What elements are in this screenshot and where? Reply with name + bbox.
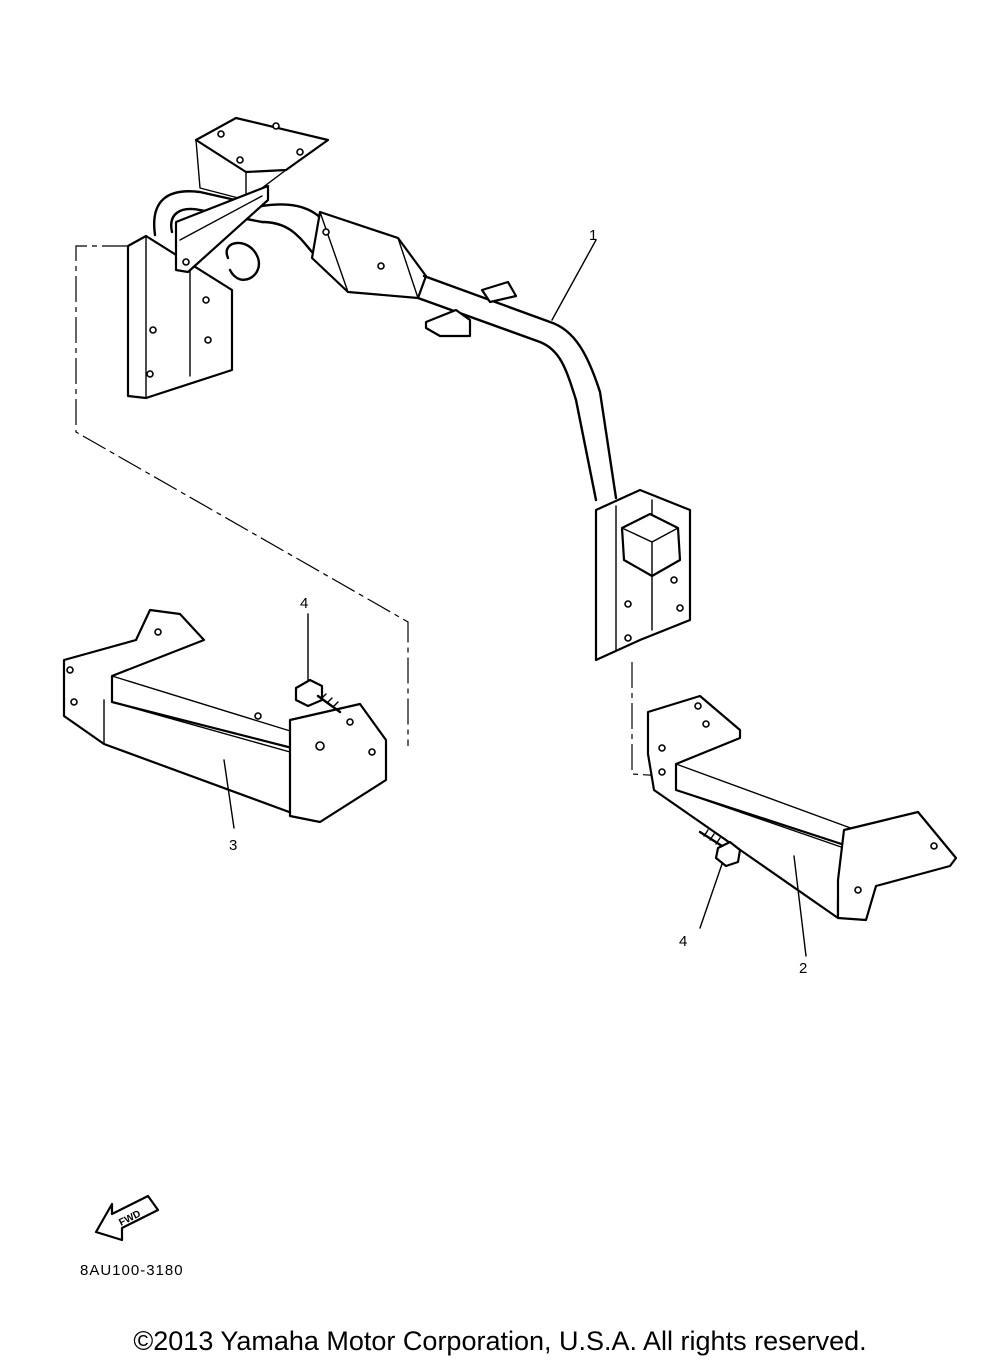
part-2-right-bracket <box>646 694 958 957</box>
callout-4-left: 4 <box>300 595 309 612</box>
callout-2: 2 <box>799 960 808 977</box>
copyright-notice: ©2013 Yamaha Motor Corporation, U.S.A. A… <box>133 1326 867 1356</box>
part-3-left-bracket <box>62 608 388 829</box>
callout-3: 3 <box>229 837 238 854</box>
part-4-bolt-right <box>698 829 742 929</box>
callout-4-right: 4 <box>679 933 688 950</box>
part-code: 8AU100-3180 <box>80 1262 184 1279</box>
part-4-bolt-left <box>294 613 342 714</box>
fwd-direction-arrow: FWD <box>94 1194 160 1242</box>
callout-1: 1 <box>589 227 598 244</box>
part-1-bar-assembly <box>126 116 692 662</box>
